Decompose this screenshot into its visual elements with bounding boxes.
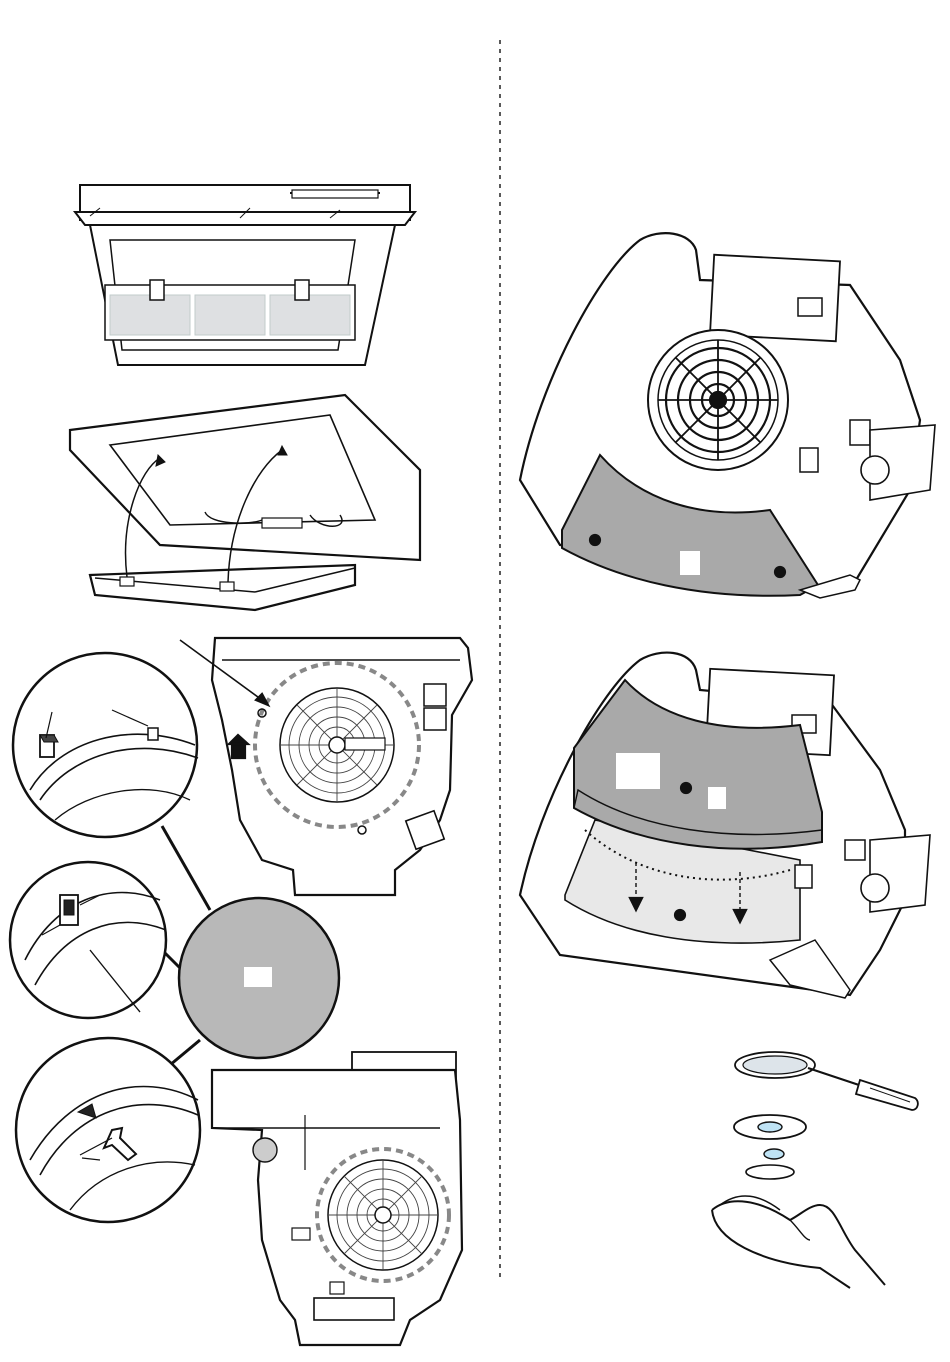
callout-label-box xyxy=(680,551,700,575)
motor-bottom-illustration xyxy=(212,1052,462,1345)
detail-clip-1-illustration xyxy=(13,653,198,837)
hood-filter-removal-illustration xyxy=(70,395,420,610)
lamp-replacement-illustration xyxy=(712,1052,918,1288)
callout-label-box xyxy=(708,787,726,809)
motor-cover-plate-illustration xyxy=(180,638,472,895)
detail-clip-2-illustration xyxy=(10,862,166,1018)
motor-panel-lift-illustration xyxy=(520,653,930,998)
motor-panel-grey-illustration xyxy=(520,233,935,598)
callout-label-box xyxy=(244,967,272,987)
detail-clip-3-illustration xyxy=(16,1038,200,1222)
grey-disc-illustration xyxy=(179,898,339,1058)
callout-label-box xyxy=(616,753,660,789)
hood-top-illustration xyxy=(75,185,415,365)
